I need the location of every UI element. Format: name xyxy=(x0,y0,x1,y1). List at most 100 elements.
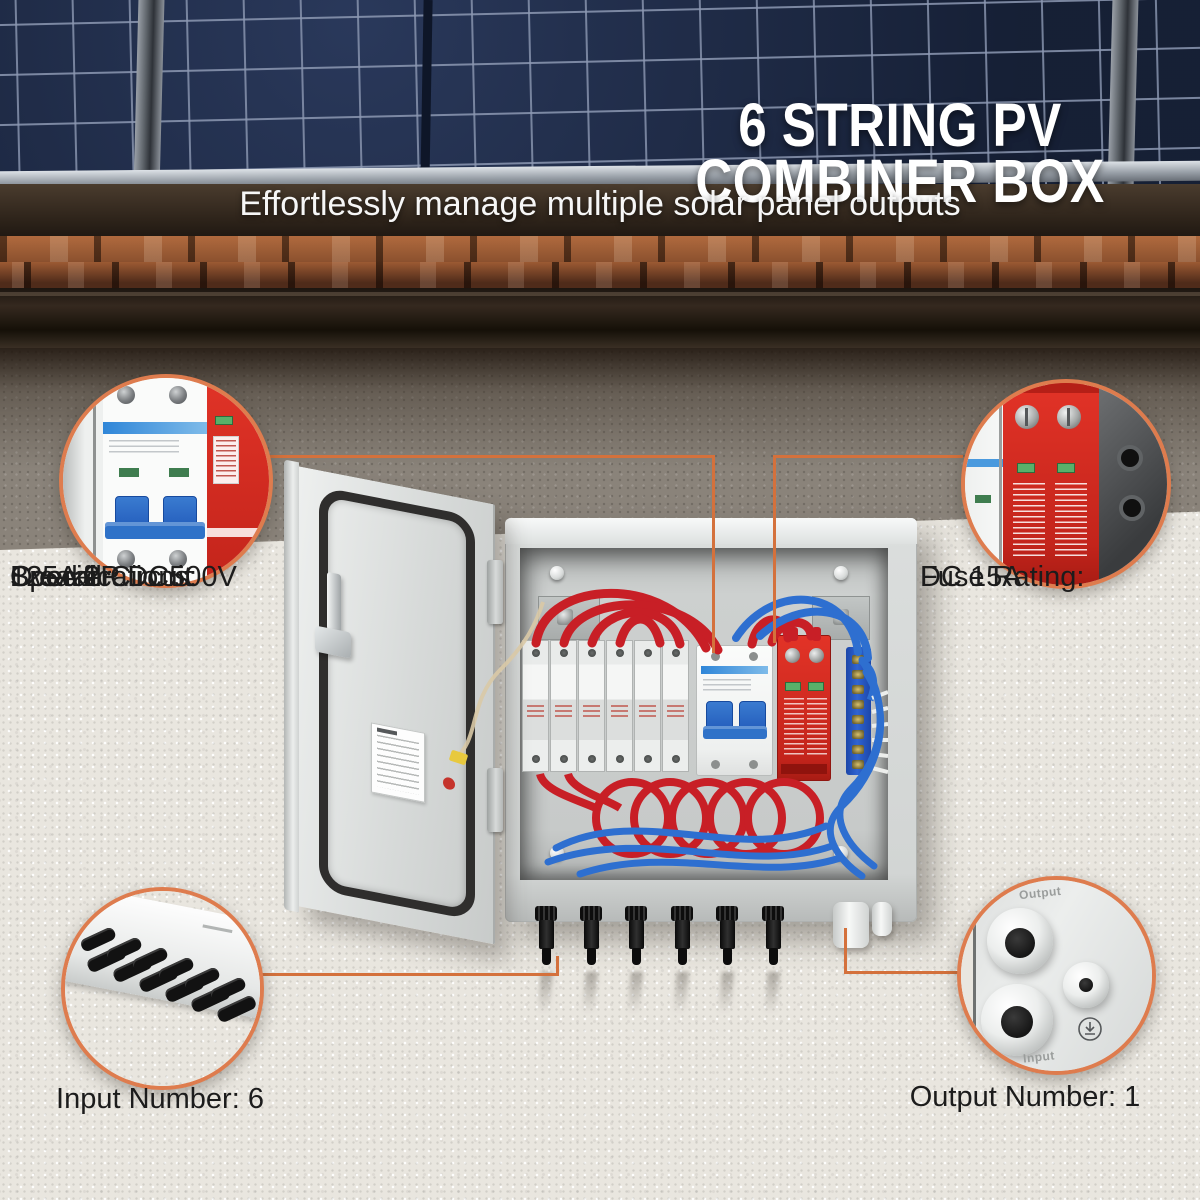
screw-icon xyxy=(169,386,187,404)
breaker-closeup-body xyxy=(103,378,207,584)
spd-label-text xyxy=(784,698,804,756)
callout-line-breaker-v xyxy=(712,455,715,653)
door-hinge-top xyxy=(487,560,503,624)
screw-icon xyxy=(1015,405,1039,429)
enclosure-interior xyxy=(520,548,888,880)
callout-line-input-h xyxy=(262,973,559,976)
spd-top-cap xyxy=(1003,383,1099,393)
spd-screw xyxy=(785,648,800,663)
spd-closeup-photo xyxy=(961,379,1171,589)
gland-hole xyxy=(1079,978,1093,992)
spd-edge-strip xyxy=(207,378,269,584)
breaker-closeup-photo xyxy=(59,374,273,588)
breaker-blue-band xyxy=(103,422,207,434)
blue-stripe xyxy=(965,459,1003,467)
dark-module-edge xyxy=(1099,383,1167,585)
breaker-print-text xyxy=(109,440,179,456)
breaker-spec-line: Specifications: xyxy=(10,561,197,593)
spd-status-window xyxy=(1017,463,1035,473)
indicator-window xyxy=(215,416,233,425)
panel-mount-rail-left xyxy=(133,0,165,186)
mc4-connector-6 xyxy=(762,906,784,1014)
door-ground-wire xyxy=(453,601,545,760)
callout-line-output-h xyxy=(844,971,962,974)
breaker-spec-line: Breaker xyxy=(10,561,112,593)
screw-icon xyxy=(1057,405,1081,429)
indicator-window xyxy=(119,468,139,477)
cable-glands-closeup-photo: Output Input xyxy=(957,876,1156,1075)
breaker-toggle-bar xyxy=(703,726,767,739)
breaker-screw xyxy=(749,760,758,769)
spd-closeup-body xyxy=(1003,383,1099,585)
spd-white-band xyxy=(207,528,269,537)
fuse-holder-3 xyxy=(578,640,605,772)
mounting-screw xyxy=(550,566,564,580)
interior-wiring xyxy=(531,589,888,880)
mounting-screw xyxy=(834,566,848,580)
stucco-sliver xyxy=(961,880,973,1071)
output-count-label: Output Number: 1 xyxy=(909,1081,1141,1113)
screw-icon xyxy=(117,550,135,568)
door-latch-handle xyxy=(327,571,341,633)
fuse-holder-5 xyxy=(634,640,661,772)
main-circuit-breaker xyxy=(696,645,773,776)
enclosure-top-face xyxy=(505,518,917,544)
input-count-label: Input Number: 6 xyxy=(56,1083,264,1115)
spd-status-window xyxy=(808,682,824,691)
mc4-inputs-closeup-photo xyxy=(61,887,264,1090)
mc4-connector-2 xyxy=(580,906,602,1014)
spd-wire-lug xyxy=(789,627,798,641)
toggle-crossbar xyxy=(105,522,205,539)
breaker-spec-line: Overall Circuit xyxy=(10,561,193,593)
spd-status-window xyxy=(1057,463,1075,473)
box-edge-seam xyxy=(973,910,976,1030)
output-cable-gland-small xyxy=(872,902,892,936)
roof-tiles-lower-course xyxy=(0,262,1200,288)
door-edge-flange xyxy=(284,459,299,913)
mc4-connector-1 xyxy=(535,906,557,1014)
spec-label-sticker xyxy=(371,722,425,803)
device-seam xyxy=(999,383,1002,585)
callout-line-output-v xyxy=(844,928,847,974)
breaker-screw xyxy=(711,652,720,661)
gland-hole xyxy=(1001,1006,1033,1038)
fuse-rating-line: DC 15A xyxy=(920,561,1022,593)
callout-line-spd-v xyxy=(773,455,776,643)
mc4-connector-4 xyxy=(671,906,693,1014)
surge-protector xyxy=(777,627,831,781)
fuse-rating-line: Fuse Rating: xyxy=(920,561,1085,593)
spd-label-text xyxy=(1013,483,1045,559)
breaker-label-text xyxy=(703,679,751,693)
fuse-holder-1 xyxy=(522,640,549,772)
door-hinge-bottom xyxy=(487,768,503,832)
ground-symbol-icon xyxy=(1078,1017,1102,1041)
callout-line-spd-h xyxy=(773,455,963,458)
fuse-holder-2 xyxy=(550,640,577,772)
callout-line-breaker-h xyxy=(268,455,714,458)
indicator-window xyxy=(975,495,991,503)
mc4-connector-5 xyxy=(716,906,738,1014)
breaker-edge-strip xyxy=(965,383,1003,585)
breaker-spec-line: 125A 2P DC500V xyxy=(10,561,237,593)
breaker-blue-stripe xyxy=(701,666,768,674)
fuse-holder-4 xyxy=(606,640,633,772)
mc4-connector-3 xyxy=(625,906,647,1014)
gland-hole xyxy=(1005,928,1035,958)
screw-icon xyxy=(117,386,135,404)
spd-label-text xyxy=(1055,483,1087,559)
knob-icon xyxy=(1117,445,1143,471)
output-cable-gland xyxy=(833,902,869,948)
fuse-holder-6 xyxy=(662,640,689,772)
spd-label-text xyxy=(807,698,827,756)
knob-icon xyxy=(1119,495,1145,521)
spd-screw xyxy=(809,648,824,663)
roof-shadow-strip xyxy=(0,184,1200,238)
spd-status-window xyxy=(785,682,801,691)
adjacent-device-edge xyxy=(63,378,103,584)
bracket-bolt xyxy=(557,609,573,625)
callout-line-input-v xyxy=(556,956,559,976)
page-subtitle: Effortlessly manage multiple solar panel… xyxy=(239,185,961,223)
solar-panel-strip xyxy=(0,0,1200,186)
breaker-screw xyxy=(711,760,720,769)
